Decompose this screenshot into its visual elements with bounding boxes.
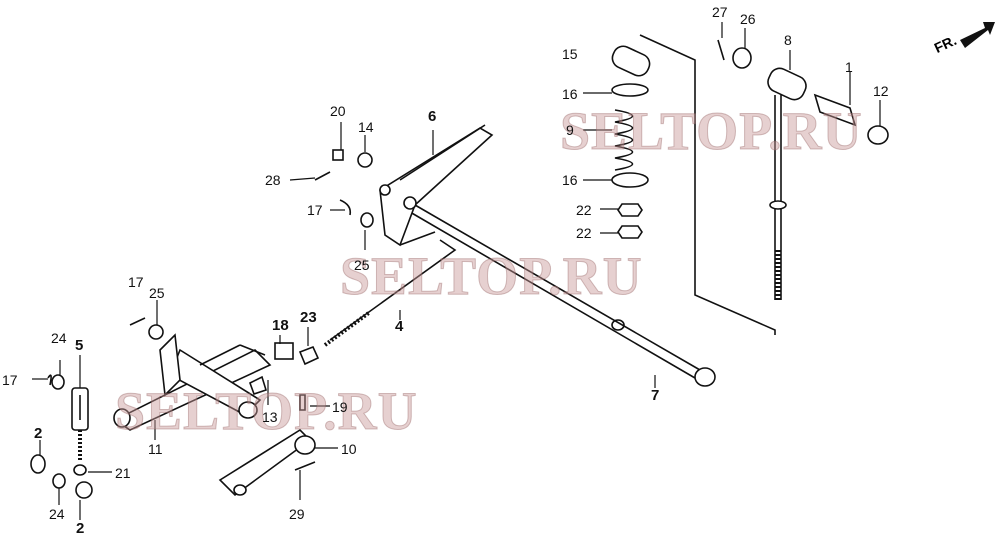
callout-1: 1 [845,59,853,75]
callout-7: 7 [651,387,660,404]
callout-2: 2 [34,425,43,442]
callout-21: 21 [115,465,131,481]
part-5-plate [71,387,89,460]
callout-26: 26 [740,11,756,27]
callout-25: 25 [149,285,165,301]
callout-19: 19 [332,399,348,415]
callout-17: 17 [2,372,18,388]
right-assembly [611,34,889,335]
callout-18: 18 [272,317,289,334]
callout-2: 2 [76,520,85,537]
callout-16: 16 [562,172,578,188]
callout-13: 13 [262,409,278,425]
part-6-bracket [379,124,494,247]
callout-23: 23 [300,309,317,326]
callout-12: 12 [873,83,889,99]
callout-17: 17 [128,274,144,290]
callout-20: 20 [330,103,346,119]
callout-15: 15 [562,46,578,62]
part-4-rod [323,231,457,347]
callout-24: 24 [51,330,67,346]
callout-4: 4 [395,318,404,335]
part-7-bolt [409,204,716,387]
part-10-arm [218,428,316,497]
front-direction-arrow [960,22,995,48]
leader-lines [32,22,881,520]
callout-8: 8 [784,32,792,48]
small-parts [30,149,374,499]
callout-9: 9 [566,122,574,138]
callout-16: 16 [562,86,578,102]
callout-11: 11 [148,441,163,457]
callout-5: 5 [75,337,84,354]
callout-10: 10 [341,441,357,457]
callout-6: 6 [428,108,437,125]
callout-28: 28 [265,172,281,188]
callout-17: 17 [307,202,323,218]
callout-24: 24 [49,506,65,522]
part-11-shaft [113,333,272,431]
callout-22: 22 [576,202,592,218]
callout-29: 29 [289,506,305,522]
watermark: SELTOP.RU [115,381,418,442]
watermark: SELTOP.RU [340,246,643,307]
callout-22: 22 [576,225,592,241]
callout-14: 14 [358,119,374,135]
callout-27: 27 [712,4,728,20]
watermark: SELTOP.RU [560,101,863,162]
callout-25: 25 [354,257,370,273]
